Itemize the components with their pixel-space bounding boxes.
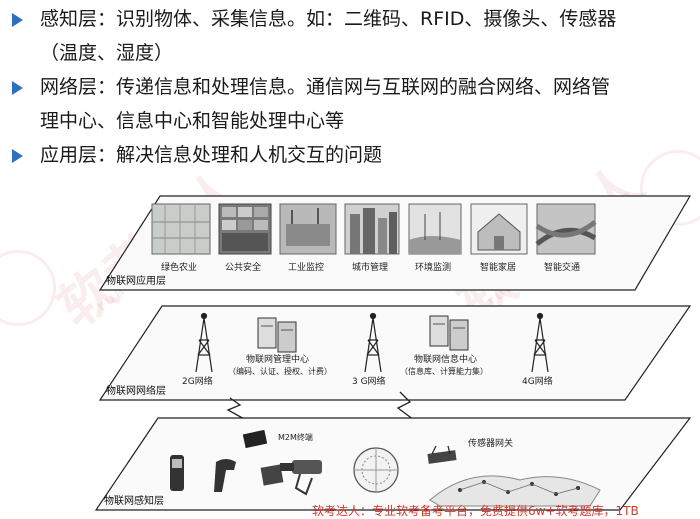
app-thumb-city [344,203,400,255]
gateway-label: 传感器网关 [468,437,513,449]
network-layer-title: 物联网网络层 [106,384,166,397]
perception-layer-title: 物联网感知层 [104,494,164,507]
bullet-application: 应用层：解决信息处理和人机交互的问题 [8,138,698,172]
handheld-reader-icon [170,455,184,491]
tower-4g-label: 4G网络 [522,375,553,387]
bullet-network: 网络层：传递信息和处理信息。通信网与互联网的融合网络、网络管 [8,70,698,104]
wireless-link-icon [226,397,247,421]
m2m-terminal-label: M2M终端 [278,432,313,442]
tower-2g-label: 2G网络 [182,375,213,387]
sensor-network-icon [429,475,601,507]
perception-devices: M2M终端 传感器网关 [170,429,601,507]
bullet-perception-line1: 感知层：识别物体、采集信息。如：二维码、RFID、摄像头、传感器 [40,8,617,30]
app-thumb-security [218,203,272,255]
bullet-network-line1: 网络层：传递信息和处理信息。通信网与互联网的融合网络、网络管 [40,76,611,98]
application-layer-title: 物联网应用层 [106,274,166,287]
footer-promo: 软考达人：专业软考备考平台，免费提供6w+软考题库，1TB [312,504,639,518]
application-item-labels: 绿色农业 公共安全 工业监控 城市管理 环境监测 智能家居 智能交通 [161,261,580,273]
sensor-sphere-icon [353,447,399,493]
network-layer-plane [98,305,692,401]
gateway-icon [427,445,457,464]
info-center: 物联网信息中心 （信息库、计算能力集） [400,315,488,376]
info-center-title: 物联网信息中心 [414,353,477,365]
app-label-environment: 环境监测 [415,261,451,273]
info-center-detail: （信息库、计算能力集） [400,366,488,376]
management-center-title: 物联网管理中心 [246,353,309,365]
tower-2g: 2G网络 [182,312,213,387]
management-center-detail: （编码、认证、授权、计费） [228,366,332,376]
app-thumb-industry [279,203,337,255]
application-thumbnails [151,203,597,255]
app-label-industry: 工业监控 [288,261,324,273]
m2m-terminal-icon [242,429,268,449]
watermark-circle-left [0,250,56,326]
app-thumb-smart-home [470,203,528,255]
bullet-perception: 感知层：识别物体、采集信息。如：二维码、RFID、摄像头、传感器 [8,2,698,36]
antenna-tower-icon [195,312,213,373]
app-label-city: 城市管理 [352,261,388,273]
camera-icon [280,460,322,496]
wireless-link-icon [396,391,415,421]
app-label-agriculture: 绿色农业 [161,261,197,273]
server-icon [257,317,297,353]
app-thumb-agriculture [151,203,211,255]
app-thumb-environment [408,203,462,255]
triangle-bullet-icon [12,149,23,163]
triangle-bullet-icon [12,81,23,95]
app-label-smart-home: 智能家居 [480,261,516,273]
bullet-network-line2: 理中心、信息中心和智能处理中心等 [40,110,345,132]
app-label-transport: 智能交通 [544,261,580,273]
barcode-scanner-icon [214,459,236,492]
device-box-icon [260,464,284,486]
app-label-security: 公共安全 [225,261,261,273]
tower-3g-label: 3 G网络 [352,375,386,387]
antenna-tower-icon [364,312,382,373]
bullet-perception-line2: （温度、湿度） [40,42,174,64]
antenna-tower-icon [531,312,549,373]
management-center: 物联网管理中心 （编码、认证、授权、计费） [228,317,332,376]
triangle-bullet-icon [12,13,23,27]
bullet-list: 感知层：识别物体、采集信息。如：二维码、RFID、摄像头、传感器 （温度、湿度）… [8,2,698,172]
tower-3g: 3 G网络 [352,312,386,387]
app-thumb-transport [535,203,597,255]
server-icon [429,315,469,351]
bullet-application-line1: 应用层：解决信息处理和人机交互的问题 [40,144,383,166]
tower-4g: 4G网络 [522,312,553,387]
